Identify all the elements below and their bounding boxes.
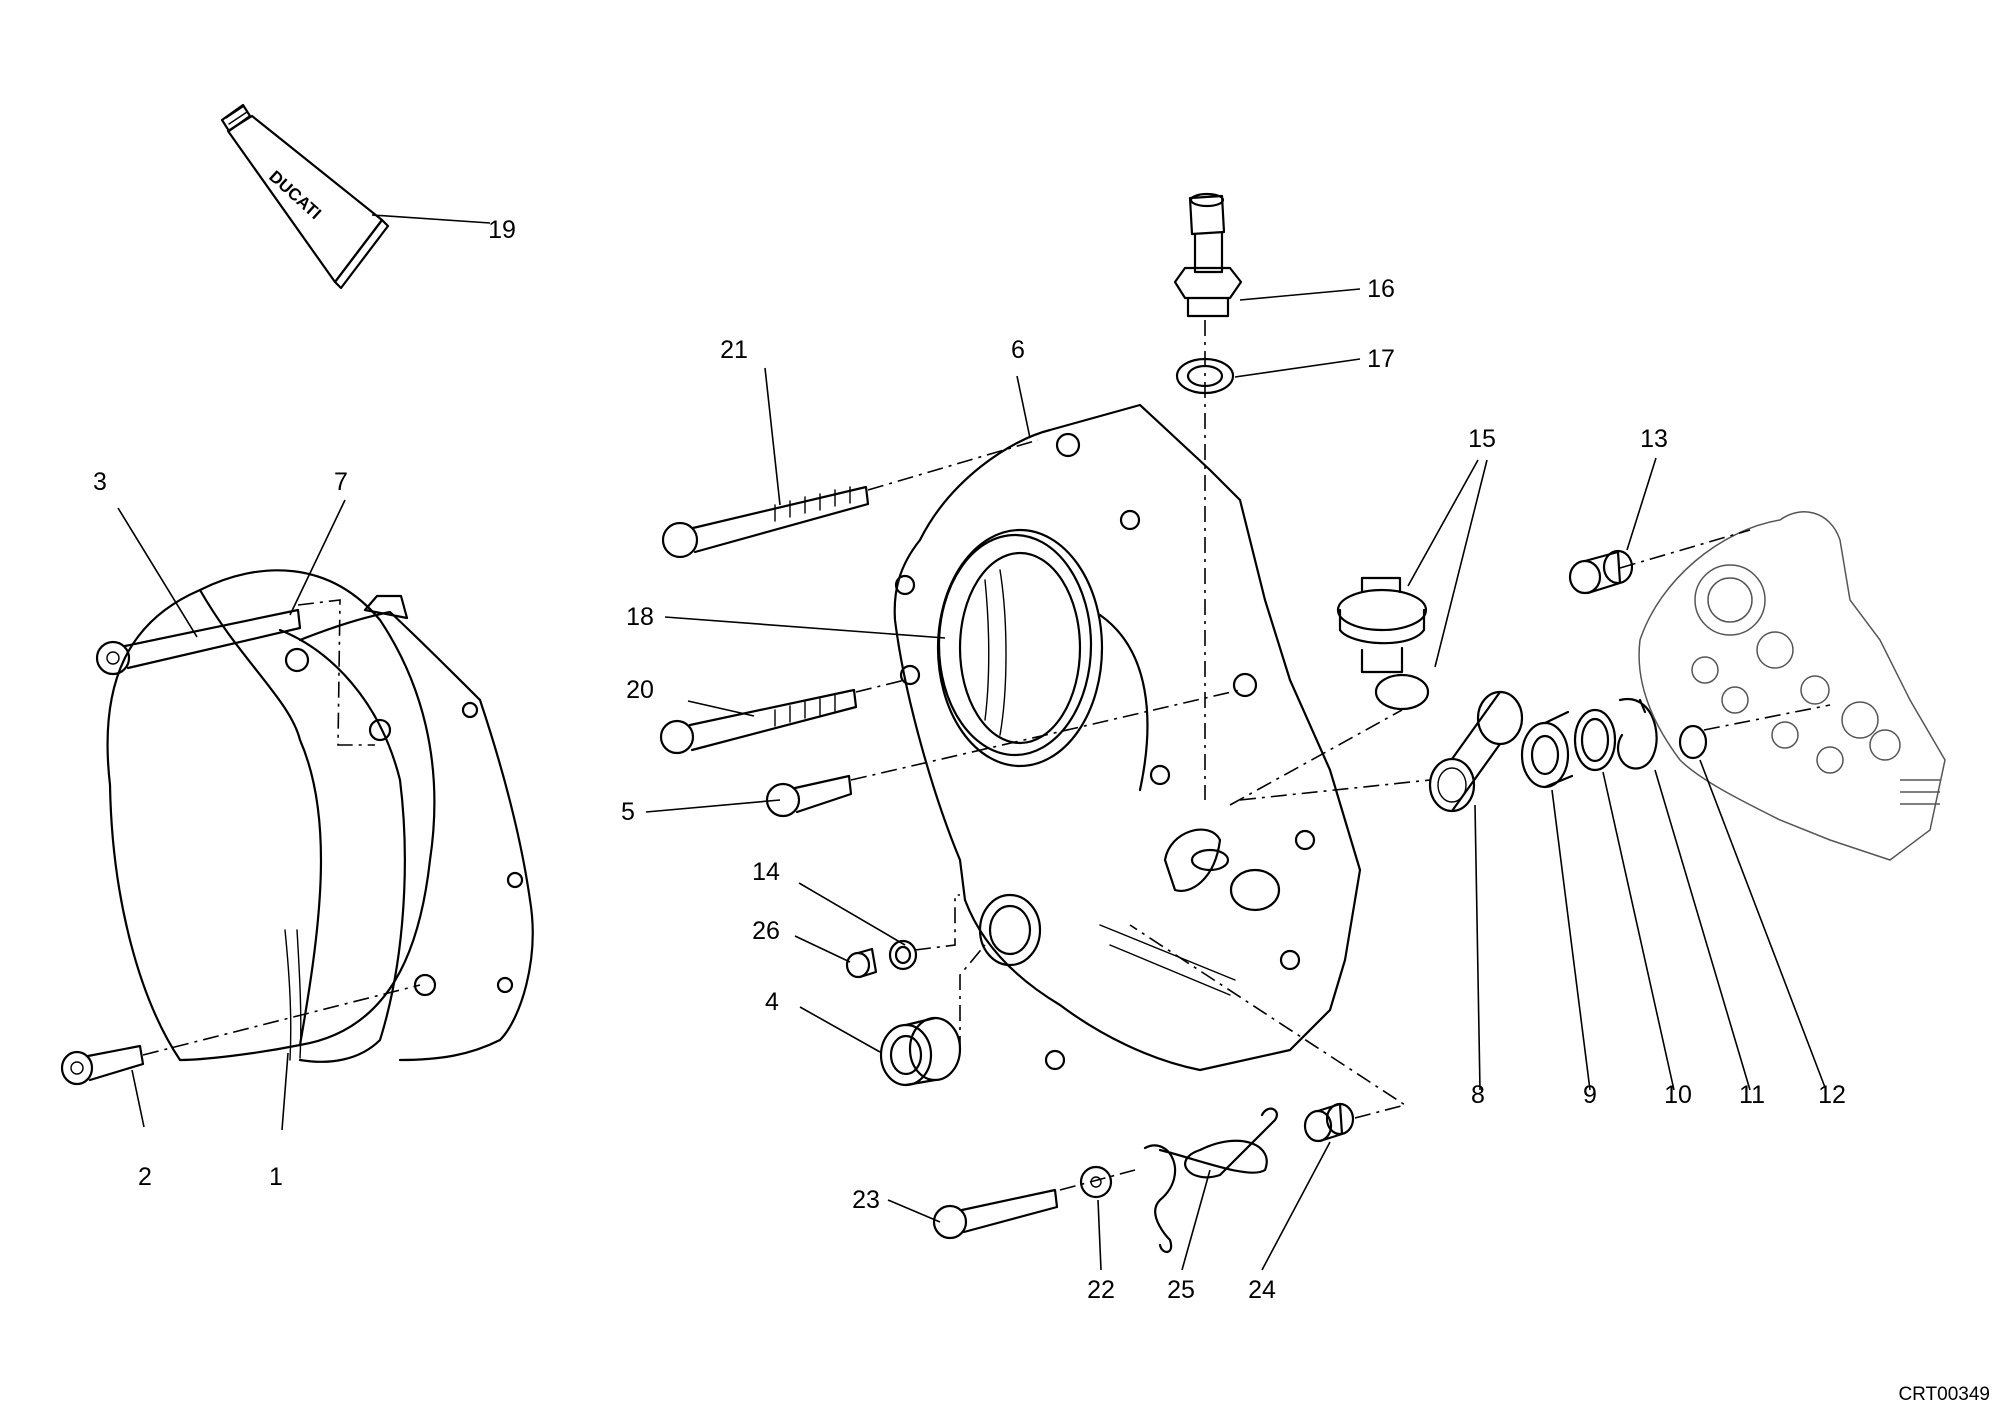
part-10-washer: [1573, 708, 1617, 772]
part-25-wire-clip: [1143, 1107, 1278, 1253]
callout-26: 26: [752, 917, 780, 945]
callout-18: 18: [626, 603, 654, 631]
part-20-screw: [659, 688, 858, 755]
assembly-axis-lines: [142, 320, 1831, 1191]
engine-housing-ghost: [1638, 511, 1946, 861]
callout-6: 6: [1011, 336, 1025, 364]
callout-numbers: 1 2 3 4 5 6 7 8 9 10 11 12 13 14 15 16 1…: [93, 216, 1846, 1304]
callout-19: 19: [488, 216, 516, 244]
callout-21: 21: [720, 336, 748, 364]
callout-13: 13: [1640, 425, 1668, 453]
callout-14: 14: [752, 858, 780, 886]
part-15-oil-plug: [1336, 576, 1430, 711]
callout-8: 8: [1471, 1081, 1485, 1109]
part-4-oil-seal: [879, 1016, 962, 1087]
part-23-screw: [932, 1188, 1059, 1240]
callout-2: 2: [138, 1163, 152, 1191]
callout-7: 7: [334, 468, 348, 496]
part-21-screw: [661, 485, 870, 559]
callout-17: 17: [1367, 345, 1395, 373]
callout-12: 12: [1818, 1081, 1846, 1109]
drawing-reference-code: CRT00349: [1898, 1384, 1990, 1405]
callout-4: 4: [765, 988, 779, 1016]
part-18-inner-ring: [936, 528, 1104, 768]
part-22-washer: [1079, 1165, 1113, 1199]
callout-1: 1: [269, 1163, 283, 1191]
part-2-short-screw: [60, 1044, 145, 1086]
part-12-o-ring: [1678, 724, 1708, 760]
part-16-temperature-sensor: [1173, 192, 1243, 318]
callout-leader-lines: [117, 214, 1827, 1271]
callout-9: 9: [1583, 1081, 1597, 1109]
callout-25: 25: [1167, 1276, 1195, 1304]
callout-24: 24: [1248, 1276, 1276, 1304]
part-19-sealant-tube: DUCATI: [220, 103, 390, 290]
part-6-side-cover: [893, 403, 1362, 1072]
callout-10: 10: [1664, 1081, 1692, 1109]
callout-16: 16: [1367, 275, 1395, 303]
callout-5: 5: [621, 798, 635, 826]
part-8-bushing: [1428, 690, 1524, 813]
callout-22: 22: [1087, 1276, 1115, 1304]
part-7-cover-gasket: [298, 594, 534, 1062]
part-11-circlip: [1616, 697, 1658, 770]
part-3-long-screw: [95, 608, 302, 676]
callout-23: 23: [852, 1186, 880, 1214]
part-9-seal: [1520, 710, 1574, 789]
callout-11: 11: [1739, 1081, 1765, 1109]
part-1-clutch-cover: [106, 569, 437, 1063]
callout-3: 3: [93, 468, 107, 496]
part-14-washer: [888, 939, 918, 971]
callout-20: 20: [626, 676, 654, 704]
part-24-spacer: [1303, 1102, 1355, 1143]
part-13-dowel: [1568, 549, 1634, 595]
part-5-short-screw: [765, 774, 853, 818]
callout-15: 15: [1468, 425, 1496, 453]
part-26-plug: [845, 947, 878, 979]
